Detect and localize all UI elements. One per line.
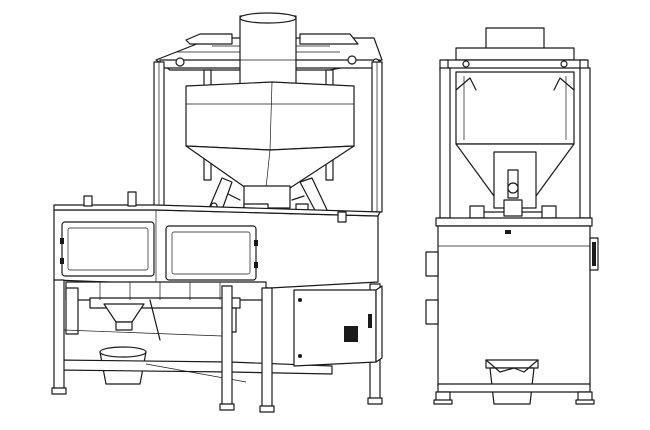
front-top-frame <box>439 27 589 71</box>
isometric-view <box>51 12 383 413</box>
front-view <box>425 27 599 405</box>
front-cabinet <box>435 217 593 387</box>
front-drop-chute <box>493 151 537 217</box>
dosing-manifold <box>65 281 267 335</box>
feed-hopper <box>185 81 355 209</box>
front-base-frame <box>433 383 595 405</box>
inlet-pipe <box>239 12 297 87</box>
inspection-window-left <box>60 221 155 277</box>
front-collection-bin <box>485 359 539 405</box>
filling-nozzle <box>103 299 161 341</box>
side-junction-boxes <box>425 237 599 325</box>
leveling-feet <box>51 387 383 413</box>
control-box <box>293 285 383 367</box>
inspection-window-right <box>165 225 258 281</box>
